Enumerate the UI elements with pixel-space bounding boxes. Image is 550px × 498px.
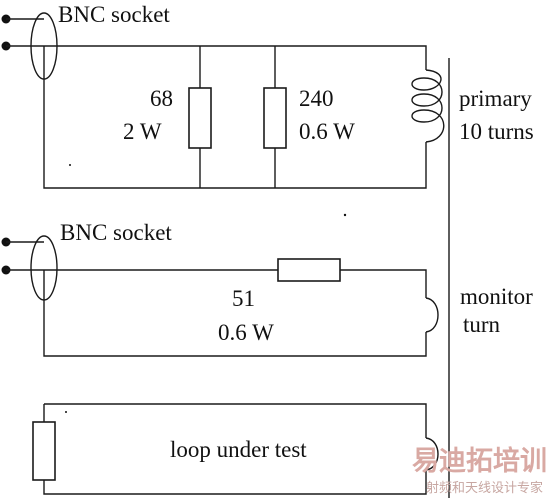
resistor-68-power: 2 W — [123, 119, 162, 144]
watermark-logo-text: 易迪拓培训 — [412, 446, 547, 477]
resistor-68 — [188, 87, 212, 149]
monitor-label: monitor — [460, 284, 533, 309]
monitor-circuit — [1, 235, 439, 357]
resistor-51-power: 0.6 W — [218, 320, 274, 345]
resistor-240 — [263, 87, 287, 149]
primary-label: primary — [459, 86, 532, 111]
primary-coil — [411, 69, 445, 143]
monitor-turn-loop — [425, 297, 439, 333]
primary-turns-label: 10 turns — [459, 119, 534, 144]
resistor-240-value: 240 — [299, 86, 334, 111]
test-loop-turn — [425, 437, 439, 471]
bnc-mid-label: BNC socket — [60, 220, 172, 245]
resistor-240-power: 0.6 W — [299, 119, 355, 144]
resistor-51-value: 51 — [232, 286, 255, 311]
resistor-load — [32, 421, 56, 481]
loop-under-test-circuit — [32, 403, 439, 495]
top-circuit — [1, 12, 445, 189]
resistor-68-value: 68 — [150, 86, 173, 111]
watermark-subtitle: 射频和天线设计专家 — [426, 480, 543, 496]
resistor-51 — [277, 258, 341, 282]
monitor-turn-label: turn — [463, 312, 501, 337]
bnc-top-label: BNC socket — [58, 2, 170, 27]
loop-under-test-label: loop under test — [170, 437, 307, 462]
